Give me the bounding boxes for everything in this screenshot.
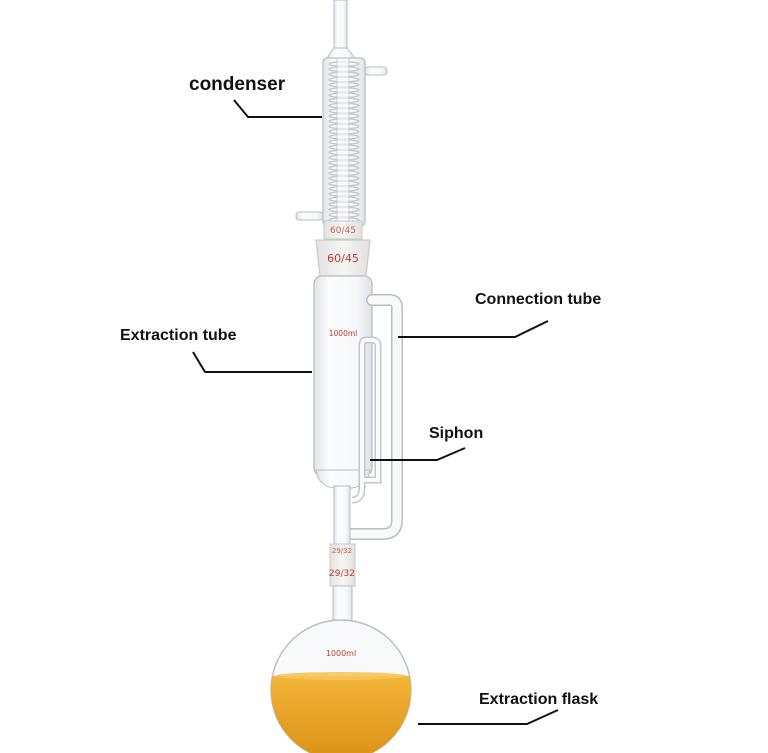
extraction-flask: 1000ml [270, 585, 412, 753]
condenser-upper-side-arm [364, 66, 388, 76]
tube-stem: 29/32 29/32 [329, 485, 356, 587]
extraction-tube-leader [192, 351, 312, 373]
lower-joint-marking-lower: 29/32 [329, 569, 355, 579]
extraction-tube: 1000ml [313, 275, 373, 489]
lower-joint [329, 543, 356, 587]
flask-neck [332, 585, 353, 623]
condenser-joint [323, 220, 363, 240]
siphon-leader [370, 447, 466, 461]
condenser-leader [233, 99, 322, 118]
extraction-tube-taper [315, 469, 371, 489]
lower-joint-marking-upper: 29/32 [332, 547, 352, 555]
condenser-top-tube [333, 0, 348, 49]
condenser-label: condenser [189, 74, 286, 95]
connection-tube-leader [398, 320, 549, 338]
condenser-joint-marking: 60/45 [330, 226, 356, 236]
siphon-label: Siphon [429, 425, 484, 442]
leader-lines [192, 99, 559, 725]
extraction-flask-leader [418, 709, 559, 725]
connection-tube-label: Connection tube [475, 291, 602, 308]
liquid-surface [275, 672, 407, 680]
extraction-tube-label: Extraction tube [120, 327, 237, 344]
socket-joint-marking: 60/45 [327, 252, 359, 265]
condenser-inner-tube [336, 57, 350, 225]
condenser: 60/45 [295, 0, 388, 240]
tube-volume-marking: 1000ml [329, 329, 357, 338]
condenser-shoulder [326, 47, 357, 59]
connection-tube [346, 294, 403, 540]
siphon-tube [351, 336, 382, 504]
condenser-coil [328, 57, 360, 225]
extraction-flask-label: Extraction flask [479, 691, 599, 708]
extraction-tube-socket: 60/45 [315, 239, 371, 277]
flask-volume-marking: 1000ml [326, 649, 356, 658]
flask-liquid [271, 676, 411, 753]
condenser-lower-side-arm [295, 211, 324, 221]
